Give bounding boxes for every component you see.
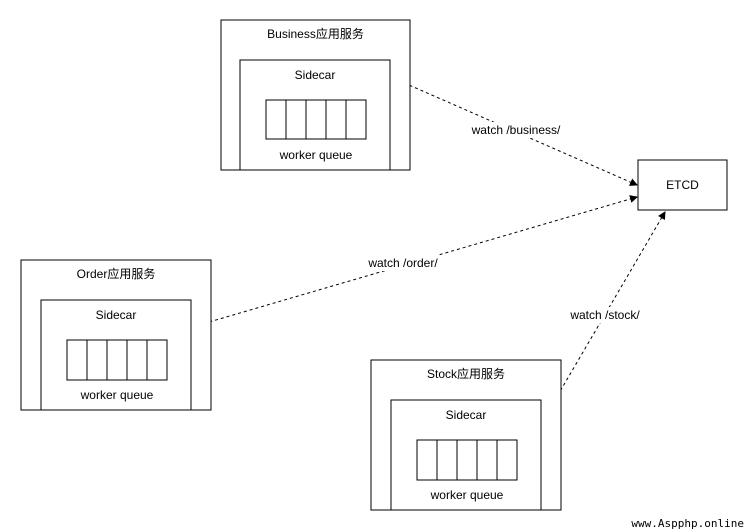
worker-queue	[265, 99, 367, 140]
queue-cell	[86, 339, 108, 381]
queue-cell	[325, 99, 347, 140]
edge-label-order: watch /order/	[367, 256, 438, 270]
service-business: Business应用服务 Sidecar worker queue	[220, 19, 411, 171]
sidecar-box: Sidecar worker queue	[390, 399, 542, 511]
watermark: www.Aspphp.online	[631, 517, 744, 530]
edge-business: watch /business/	[392, 77, 638, 186]
queue-cell	[66, 339, 88, 381]
sidecar-label: Sidecar	[446, 408, 487, 422]
sidecar-label: Sidecar	[96, 308, 137, 322]
queue-label: worker queue	[80, 388, 154, 402]
queue-cell	[106, 339, 128, 381]
etcd-node: ETCD	[637, 159, 728, 211]
queue-cell	[126, 339, 148, 381]
etcd-label: ETCD	[666, 178, 699, 192]
queue-cell	[305, 99, 327, 140]
queue-label: worker queue	[430, 488, 504, 502]
service-title: Stock应用服务	[427, 366, 505, 381]
sidecar-box: Sidecar worker queue	[239, 59, 391, 171]
service-stock: Stock应用服务 Sidecar worker queue	[370, 359, 562, 511]
queue-cell	[265, 99, 287, 140]
queue-cell	[476, 439, 498, 481]
queue-cell	[345, 99, 367, 140]
sidecar-label: Sidecar	[295, 68, 336, 82]
worker-queue	[416, 439, 518, 481]
queue-label: worker queue	[279, 148, 353, 162]
service-order: Order应用服务 Sidecar worker queue	[20, 259, 212, 411]
edge-order: watch /order/	[191, 195, 638, 329]
sidecar-box: Sidecar worker queue	[40, 299, 192, 411]
worker-queue	[66, 339, 168, 381]
edge-label-business: watch /business/	[471, 123, 561, 137]
queue-cell	[146, 339, 168, 381]
queue-cell	[456, 439, 478, 481]
queue-cell	[416, 439, 438, 481]
service-title: Business应用服务	[267, 26, 364, 41]
queue-cell	[285, 99, 307, 140]
edge-stock: watch /stock/	[544, 211, 666, 418]
edge-label-stock: watch /stock/	[569, 308, 640, 322]
queue-cell	[496, 439, 518, 481]
service-title: Order应用服务	[77, 266, 156, 281]
queue-cell	[436, 439, 458, 481]
